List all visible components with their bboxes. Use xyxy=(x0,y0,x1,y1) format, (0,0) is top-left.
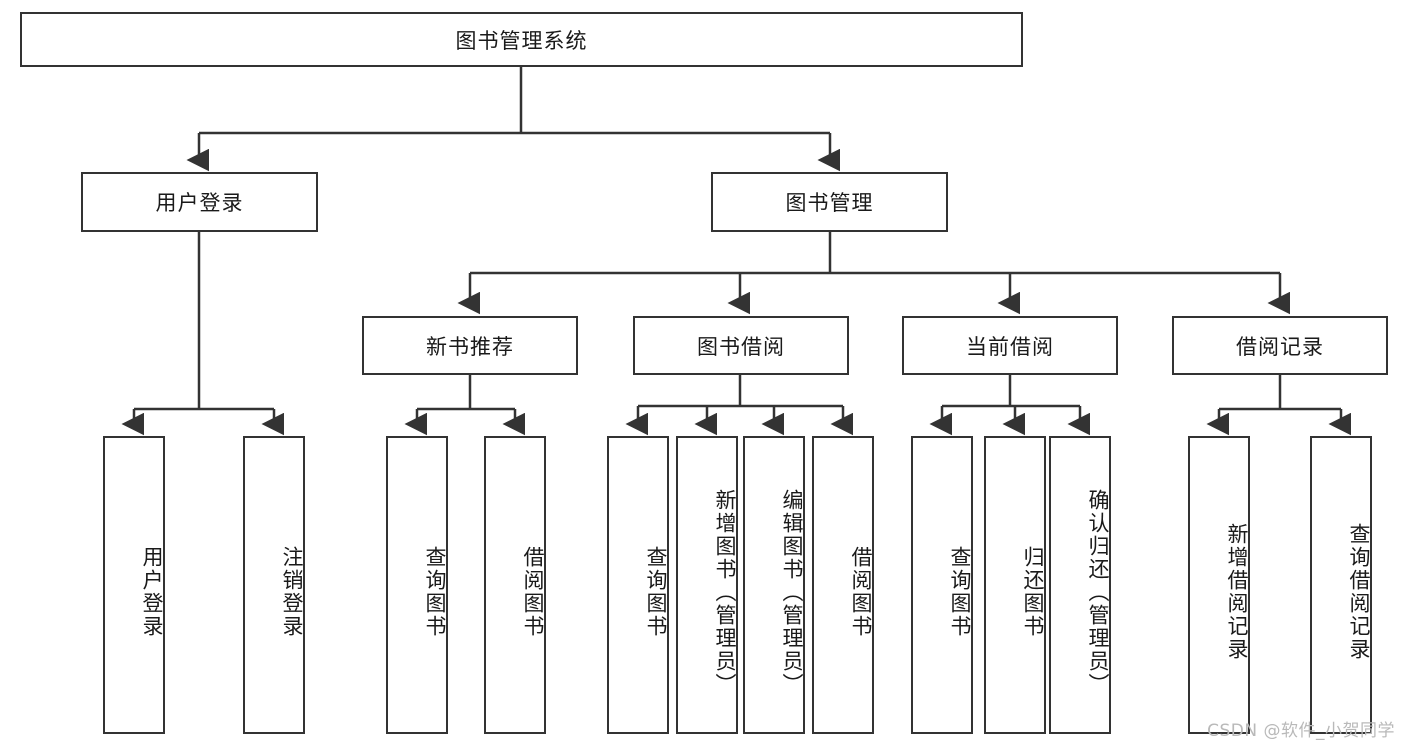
node-new-book-recommend[interactable]: 新书推荐 xyxy=(362,316,578,375)
leaf-edit-book-admin-label: 编辑图书（管理员） xyxy=(780,488,804,696)
leaf-borrow-book-newbook[interactable]: 借阅图书 xyxy=(484,436,546,734)
leaf-add-book-admin-label: 新增图书（管理员） xyxy=(713,488,737,696)
edges-borrow-to-leaves xyxy=(625,375,853,436)
edges-records-to-leaves xyxy=(1206,375,1351,436)
edges-bookmgmt-to-level3 xyxy=(457,232,1290,315)
leaf-confirm-return-admin-label: 确认归还（管理员） xyxy=(1086,488,1110,696)
node-current-borrow[interactable]: 当前借阅 xyxy=(902,316,1118,375)
leaf-add-borrow-record[interactable]: 新增借阅记录 xyxy=(1188,436,1250,734)
leaf-borrow-book-newbook-label: 借阅图书 xyxy=(521,546,545,638)
leaf-borrow-book-label: 借阅图书 xyxy=(849,546,873,638)
node-book-management-label: 图书管理 xyxy=(785,191,874,215)
leaf-query-borrow-record-label: 查询借阅记录 xyxy=(1347,523,1371,661)
node-root[interactable]: 图书管理系统 xyxy=(20,12,1023,67)
node-user-login-label: 用户登录 xyxy=(155,191,244,215)
edges-current-to-leaves xyxy=(929,375,1090,436)
leaf-query-book-borrow-label: 查询图书 xyxy=(644,546,668,638)
leaf-user-login[interactable]: 用户登录 xyxy=(103,436,165,734)
leaf-query-book-newbook[interactable]: 查询图书 xyxy=(386,436,448,734)
leaf-add-borrow-record-label: 新增借阅记录 xyxy=(1225,523,1249,661)
node-borrow-records[interactable]: 借阅记录 xyxy=(1172,316,1388,375)
edges-login-to-leaves xyxy=(121,232,284,436)
leaf-query-book-current-label: 查询图书 xyxy=(948,546,972,638)
watermark: CSDN @软件_小贺同学 xyxy=(1207,721,1395,741)
node-book-management[interactable]: 图书管理 xyxy=(711,172,948,232)
leaf-logout[interactable]: 注销登录 xyxy=(243,436,305,734)
leaf-return-book-label: 归还图书 xyxy=(1021,546,1045,638)
leaf-add-book-admin[interactable]: 新增图书（管理员） xyxy=(676,436,738,734)
leaf-return-book[interactable]: 归还图书 xyxy=(984,436,1046,734)
leaf-query-book-current[interactable]: 查询图书 xyxy=(911,436,973,734)
leaf-query-book-borrow[interactable]: 查询图书 xyxy=(607,436,669,734)
edges-root-to-level2 xyxy=(186,67,840,172)
node-new-book-recommend-label: 新书推荐 xyxy=(426,334,514,359)
node-borrow-records-label: 借阅记录 xyxy=(1236,334,1324,359)
leaf-edit-book-admin[interactable]: 编辑图书（管理员） xyxy=(743,436,805,734)
node-root-label: 图书管理系统 xyxy=(455,28,588,53)
leaf-logout-label: 注销登录 xyxy=(280,546,304,638)
leaf-user-login-label: 用户登录 xyxy=(140,546,164,638)
leaf-query-borrow-record[interactable]: 查询借阅记录 xyxy=(1310,436,1372,734)
leaf-query-book-newbook-label: 查询图书 xyxy=(423,546,447,638)
node-book-borrow[interactable]: 图书借阅 xyxy=(633,316,849,375)
leaf-borrow-book[interactable]: 借阅图书 xyxy=(812,436,874,734)
node-user-login[interactable]: 用户登录 xyxy=(81,172,318,232)
edges-newbook-to-leaves xyxy=(404,375,525,436)
leaf-confirm-return-admin[interactable]: 确认归还（管理员） xyxy=(1049,436,1111,734)
node-book-borrow-label: 图书借阅 xyxy=(697,334,785,359)
node-current-borrow-label: 当前借阅 xyxy=(966,334,1054,359)
